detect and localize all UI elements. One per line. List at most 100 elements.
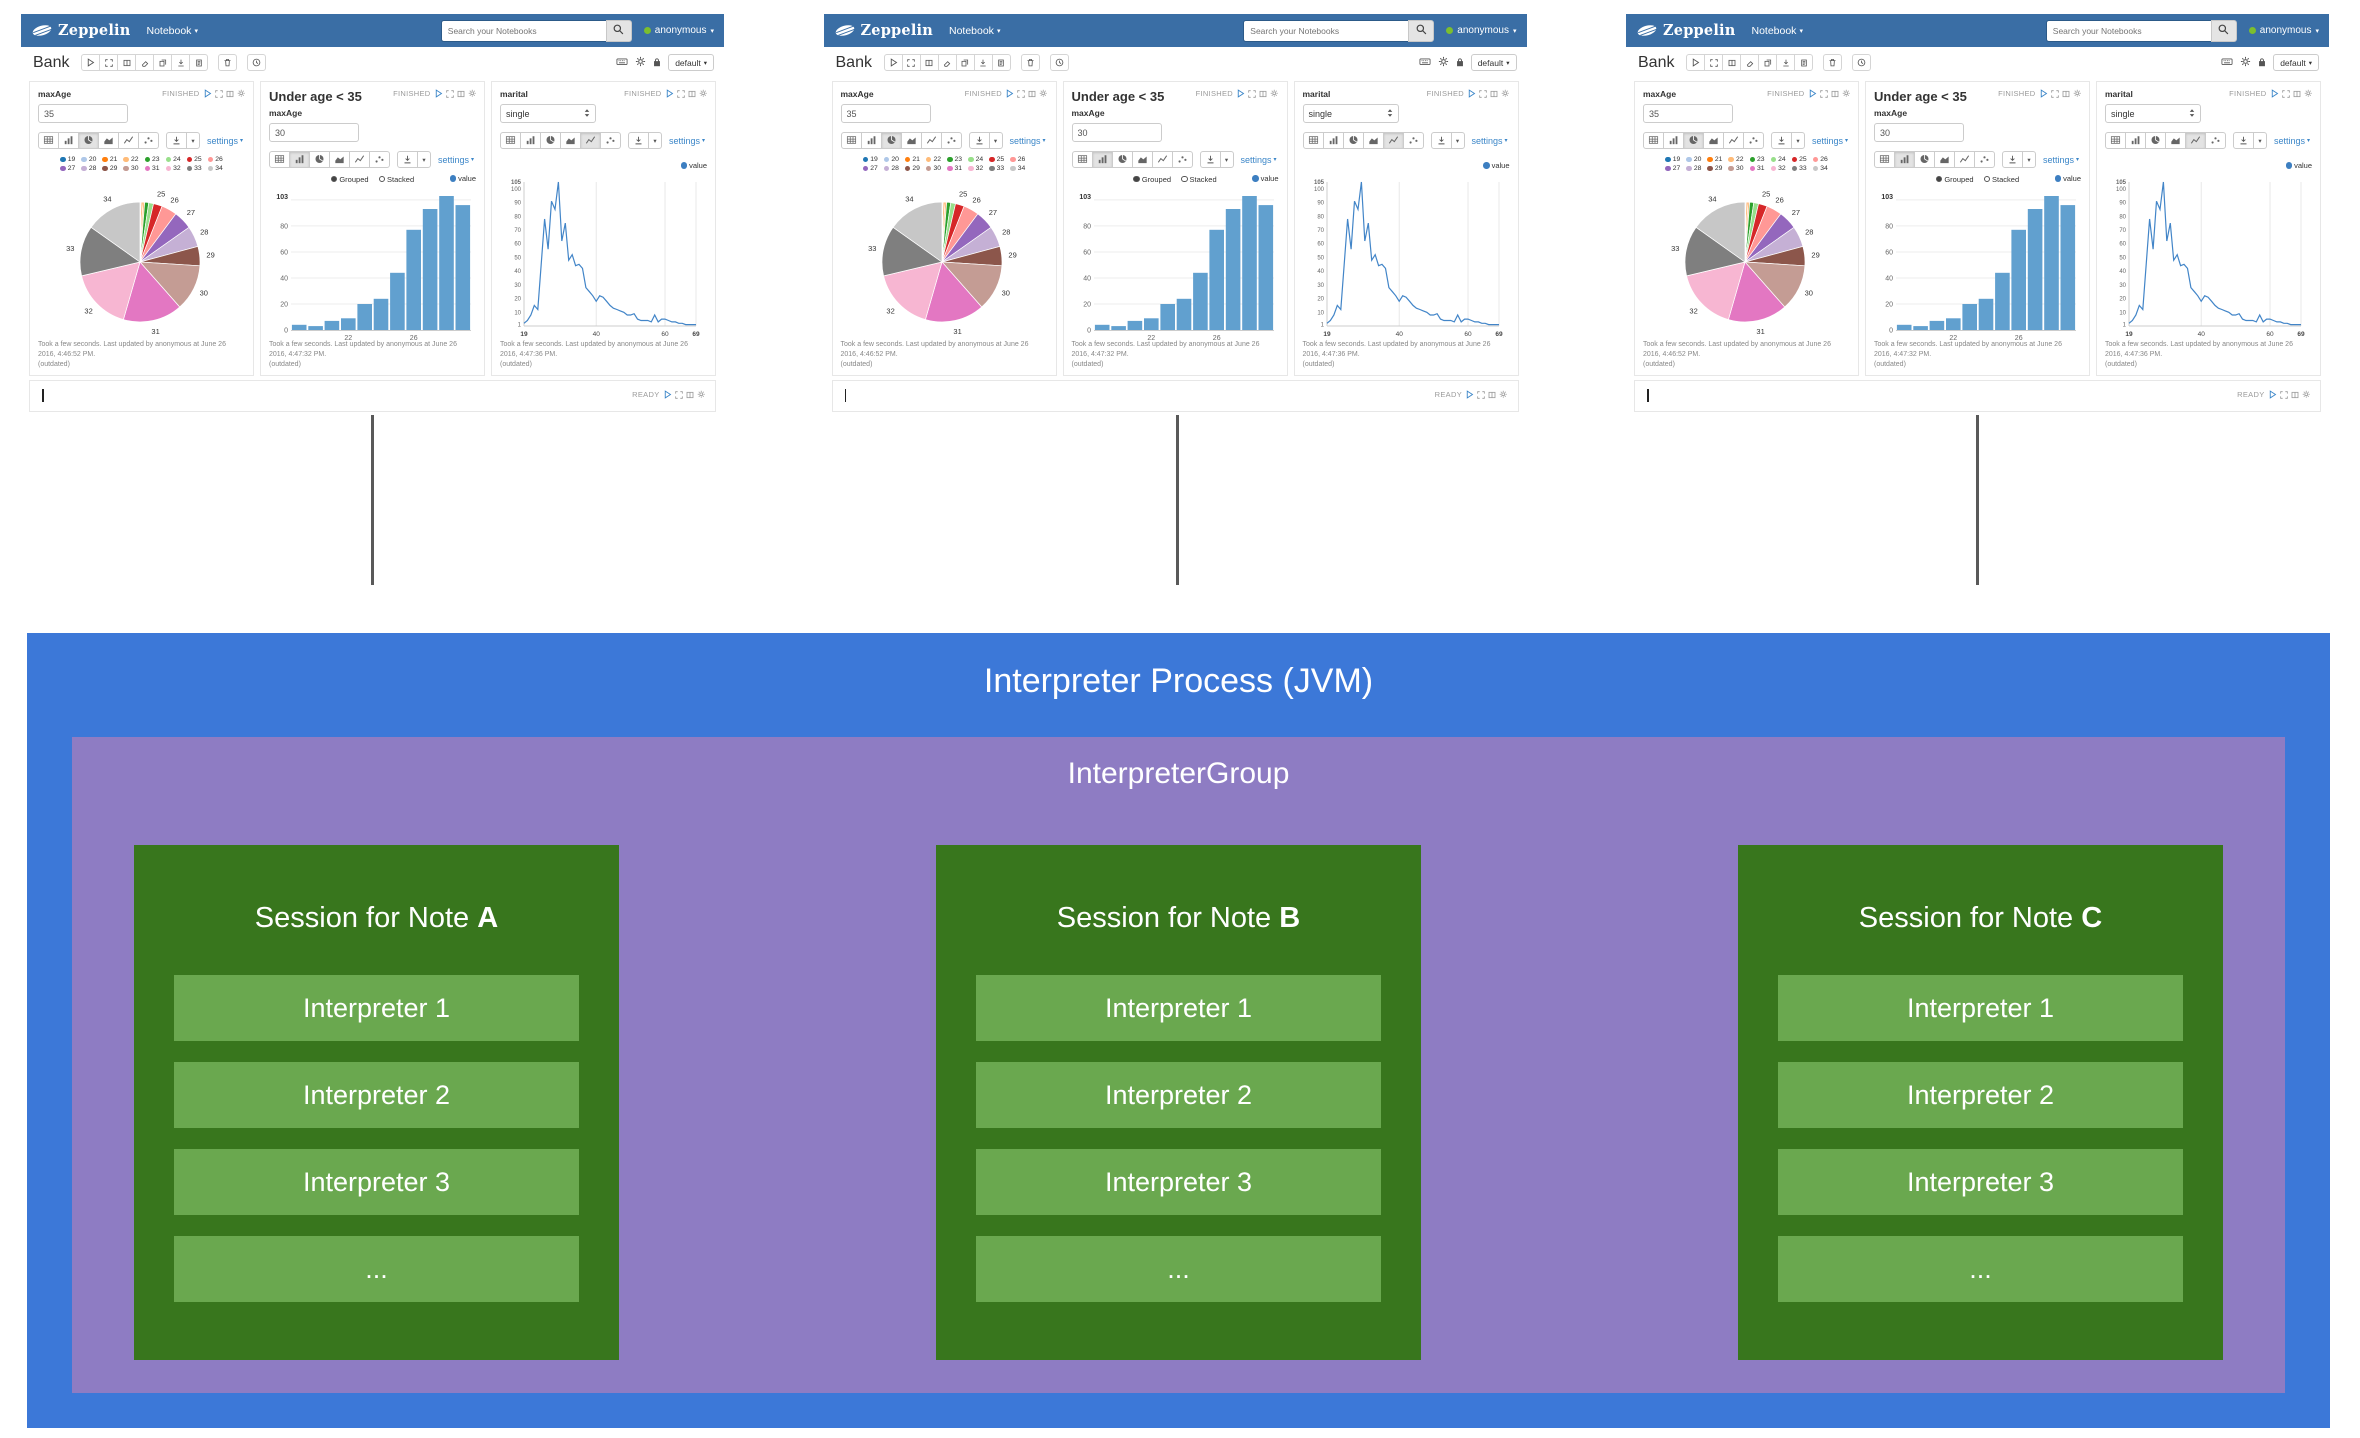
settings-link[interactable]: settings ▾ [1812,136,1848,146]
show-editor-icon[interactable] [2293,90,2301,98]
legend-item[interactable]: 29 [1707,165,1722,172]
show-hide-code-button[interactable] [1704,54,1724,71]
stacked-radio[interactable]: Stacked [1181,175,1217,184]
legend-item[interactable]: 30 [925,165,941,172]
run-paragraph-icon[interactable] [1465,390,1474,399]
show-editor-icon[interactable] [2291,391,2299,399]
legend-item[interactable]: 31 [144,165,160,172]
show-editor-icon[interactable] [1831,90,1839,98]
user-menu[interactable]: anonymous ▾ [643,25,714,36]
marital-select[interactable]: single [2105,104,2201,123]
line-chart-button[interactable] [349,151,370,168]
show-hide-code-button[interactable] [901,54,921,71]
gear-icon[interactable] [1438,54,1449,72]
legend-item[interactable]: 34 [1812,165,1828,172]
line-chart-button[interactable] [1382,132,1404,149]
download-button[interactable] [2002,151,2023,168]
legend-item[interactable]: 32 [165,165,181,172]
show-hide-output-button[interactable] [1722,54,1742,71]
area-chart-button[interactable] [98,132,119,149]
show-editor-icon[interactable] [688,90,696,98]
search-button[interactable] [605,19,632,42]
delete-note-button[interactable] [1020,54,1040,71]
settings-link[interactable]: settings ▾ [1472,136,1508,146]
search-button[interactable] [2210,19,2237,42]
legend-item[interactable]: 27 [1665,165,1680,172]
keyboard-shortcuts-icon[interactable] [2220,54,2234,72]
expand-icon[interactable] [674,390,683,399]
bar-chart-button[interactable] [520,132,541,149]
pie-chart-button[interactable] [1111,151,1133,168]
clear-output-button[interactable] [937,54,957,71]
interpreter-binding-button[interactable]: default ▾ [668,54,714,71]
expand-icon[interactable] [2050,89,2059,98]
pie-chart-button[interactable] [540,132,561,149]
notebook-menu[interactable]: Notebook ▾ [146,25,197,37]
scatter-chart-button[interactable] [369,151,390,168]
download-button[interactable] [2233,132,2254,149]
keyboard-shortcuts-icon[interactable] [1418,54,1432,72]
download-caret-button[interactable]: ▾ [1791,132,1805,149]
version-control-button[interactable] [189,54,209,71]
legend-item[interactable]: 23 [144,156,160,163]
maxage-input[interactable] [269,123,359,142]
gear-icon[interactable] [1842,89,1851,98]
scatter-chart-button[interactable] [1743,132,1764,149]
table-chart-button[interactable] [840,132,862,149]
search-input[interactable] [440,19,606,42]
export-note-button[interactable] [171,54,191,71]
scatter-chart-button[interactable] [940,132,962,149]
clone-note-button[interactable] [955,54,975,71]
legend-item[interactable]: 30 [123,165,139,172]
stacked-radio[interactable]: Stacked [1983,175,2019,184]
delete-note-button[interactable] [1823,54,1843,71]
gear-icon[interactable] [1499,390,1508,399]
empty-paragraph[interactable]: READY [1634,380,2321,412]
download-caret-button[interactable]: ▾ [2022,151,2036,168]
legend-item[interactable]: 27 [862,165,878,172]
marital-select[interactable]: single [1302,104,1399,123]
show-editor-icon[interactable] [1028,90,1036,98]
scheduler-button[interactable] [1049,54,1069,71]
legend-item[interactable]: 20 [81,156,96,163]
scatter-chart-button[interactable] [600,132,621,149]
bar-chart-button[interactable] [1091,151,1113,168]
area-chart-button[interactable] [1703,132,1724,149]
pie-chart-button[interactable] [1683,132,1704,149]
table-chart-button[interactable] [1643,132,1664,149]
user-menu[interactable]: anonymous ▾ [2248,25,2319,36]
show-editor-icon[interactable] [686,391,694,399]
settings-link[interactable]: settings ▾ [669,136,705,146]
legend-item[interactable]: 33 [989,165,1004,172]
pie-chart-button[interactable] [1342,132,1364,149]
download-caret-button[interactable]: ▾ [648,132,662,149]
search-input[interactable] [1243,19,1409,42]
expand-icon[interactable] [214,89,223,98]
expand-icon[interactable] [445,89,454,98]
gear-icon[interactable] [237,89,246,98]
download-button[interactable] [397,151,418,168]
legend-item[interactable]: 31 [947,165,962,172]
clear-output-button[interactable] [135,54,155,71]
legend-item[interactable]: 22 [1728,156,1744,163]
legend-item[interactable]: 19 [1665,156,1680,163]
area-chart-button[interactable] [1362,132,1384,149]
search-button[interactable] [1408,19,1435,42]
export-note-button[interactable] [1776,54,1796,71]
notebook-menu[interactable]: Notebook ▾ [1751,25,1802,37]
legend-item[interactable]: 21 [102,156,117,163]
run-paragraph-icon[interactable] [1236,89,1245,98]
legend-item[interactable]: 28 [1686,165,1701,172]
line-chart-button[interactable] [1723,132,1744,149]
interpreter-binding-button[interactable]: default ▾ [1470,54,1517,71]
expand-icon[interactable] [1477,390,1485,399]
area-chart-button[interactable] [900,132,922,149]
legend-item[interactable]: 20 [1686,156,1701,163]
legend-item[interactable]: 25 [1791,156,1807,163]
legend-item[interactable]: 29 [904,165,920,172]
table-chart-button[interactable] [269,151,290,168]
download-caret-button[interactable]: ▾ [186,132,200,149]
expand-icon[interactable] [1819,89,1828,98]
legend-item[interactable]: 32 [1770,165,1786,172]
download-button[interactable] [1199,151,1221,168]
